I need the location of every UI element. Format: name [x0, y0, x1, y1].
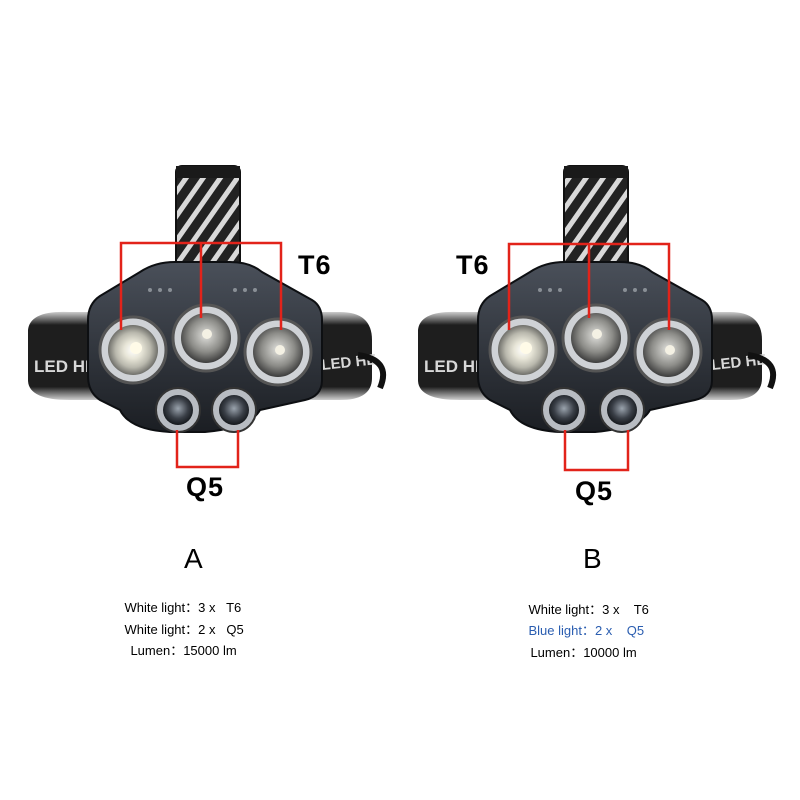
q5-callout-lines	[175, 430, 240, 469]
spec-label: White light：	[124, 622, 199, 637]
led-lens-icon	[561, 303, 631, 373]
spec-label: Blue light：	[528, 623, 595, 638]
led-lens-icon	[541, 387, 587, 433]
led-lens-icon	[633, 317, 703, 387]
variant-a-panel: LED HEADL LED HE	[28, 165, 387, 674]
spec-line: White light：3 x T6	[514, 584, 649, 633]
spec-label: Lumen：	[130, 643, 184, 658]
top-strap	[563, 165, 629, 287]
led-lens-icon	[98, 315, 168, 385]
led-lens-icon	[599, 387, 645, 433]
spec-value: 2 x Q5	[594, 623, 645, 638]
spec-label: White light：	[124, 600, 199, 615]
t6-callout-lines	[119, 241, 283, 330]
spec-label: Lumen：	[530, 645, 584, 660]
headlamp-b-image: LED HEADL LED HE	[418, 165, 777, 472]
spec-label: White light：	[528, 602, 603, 617]
variant-letter: A	[184, 543, 203, 574]
spec-line: Lumen：10000 lm	[516, 627, 637, 676]
led-lens-icon	[155, 387, 201, 433]
led-lens-icon	[243, 317, 313, 387]
spec-value: 10000 lm	[583, 645, 637, 660]
spec-line: Lumen：15000 lm	[116, 625, 237, 674]
led-lens-icon	[488, 315, 558, 385]
t6-callout-label: T6	[298, 250, 332, 280]
spec-line: White light：3 x T6	[110, 582, 241, 631]
variant-letter: B	[583, 543, 602, 574]
spec-value: 15000 lm	[183, 643, 237, 658]
t6-callout-label: T6	[456, 250, 490, 280]
led-lens-icon	[211, 387, 257, 433]
led-lens-icon	[171, 303, 241, 373]
t6-callout-lines	[507, 242, 671, 330]
variant-b-panel: LED HEADL LED HE	[400, 0, 800, 800]
spec-value: 3 x T6	[602, 602, 649, 617]
spec-line-blue: Blue light：2 x Q5	[514, 605, 644, 654]
spec-line: White light：2 x Q5	[110, 604, 244, 653]
top-strap	[175, 165, 241, 287]
spec-value: 3 x T6	[198, 600, 242, 615]
q5-callout-label: Q5	[575, 476, 614, 506]
q5-callout-lines	[563, 430, 630, 472]
spec-value: 2 x Q5	[198, 622, 244, 637]
q5-callout-label: Q5	[186, 472, 225, 502]
headlamp-a-image: LED HEADL LED HE	[28, 165, 387, 469]
